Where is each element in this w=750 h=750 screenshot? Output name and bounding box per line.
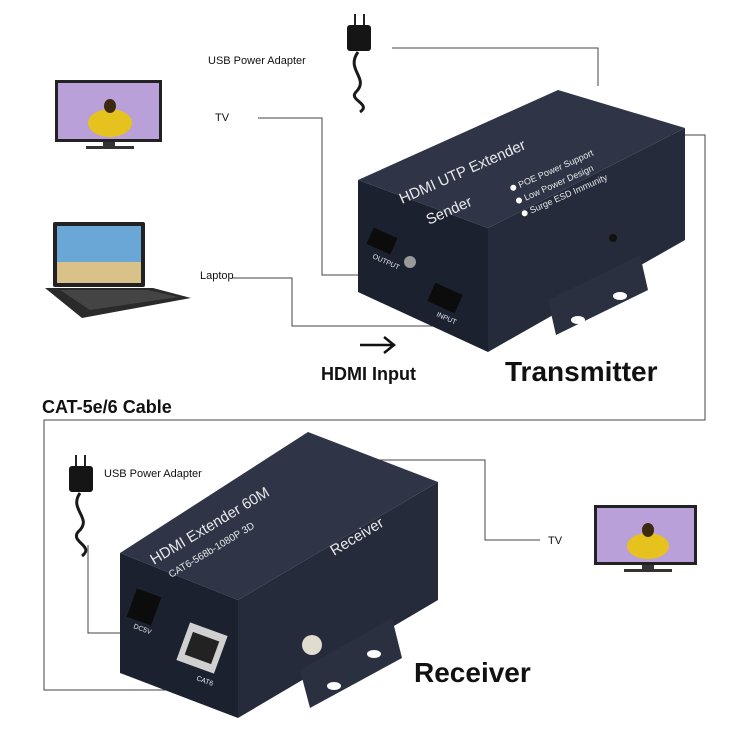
- tv-bottom-label: TV: [548, 535, 563, 547]
- cat-cable-line: [43, 134, 706, 691]
- transmitter-side: [488, 128, 685, 352]
- cable-label: CAT-5e/6 Cable: [42, 397, 172, 417]
- tv-bottom-icon: [594, 505, 697, 572]
- transmitter-label: Transmitter: [505, 356, 658, 387]
- hdmi-output-port: [366, 227, 398, 255]
- line-laptop-to-transmitter: [232, 277, 438, 327]
- transmitter-device: HDMI UTP Extender Sender POE Power Suppo…: [358, 90, 685, 352]
- hdmi-input-port: [427, 282, 463, 314]
- transmitter-flange: [548, 255, 648, 335]
- transmitter-top: [358, 90, 685, 228]
- receiver-flange: [300, 618, 402, 708]
- line-receiver-to-tv: [345, 459, 540, 541]
- usb-adapter-bottom-label: USB Power Adapter: [104, 468, 202, 480]
- tv-top-icon: [55, 80, 162, 149]
- line-usb-to-transmitter: [392, 47, 599, 86]
- line-tv-to-transmitter: [258, 117, 390, 276]
- dc-power-port: [126, 588, 162, 626]
- receiver-label: Receiver: [414, 657, 531, 688]
- receiver-device: HDMI Extender 60M CAT6-568b-1080P 3D Rec…: [120, 432, 438, 718]
- hdmi-input-arrow-icon: [360, 336, 397, 354]
- usb-adapter-top-icon: [347, 14, 371, 114]
- laptop-icon: [45, 222, 191, 318]
- usb-adapter-top-label: USB Power Adapter: [208, 55, 306, 67]
- receiver-top: [120, 432, 438, 600]
- hdmi-input-label: HDMI Input: [321, 364, 416, 384]
- connector-lines: [43, 47, 706, 691]
- tv-top-label: TV: [215, 112, 230, 124]
- laptop-label: Laptop: [200, 270, 234, 282]
- receiver-side: [238, 482, 438, 718]
- usb-adapter-bottom-icon: [69, 455, 93, 558]
